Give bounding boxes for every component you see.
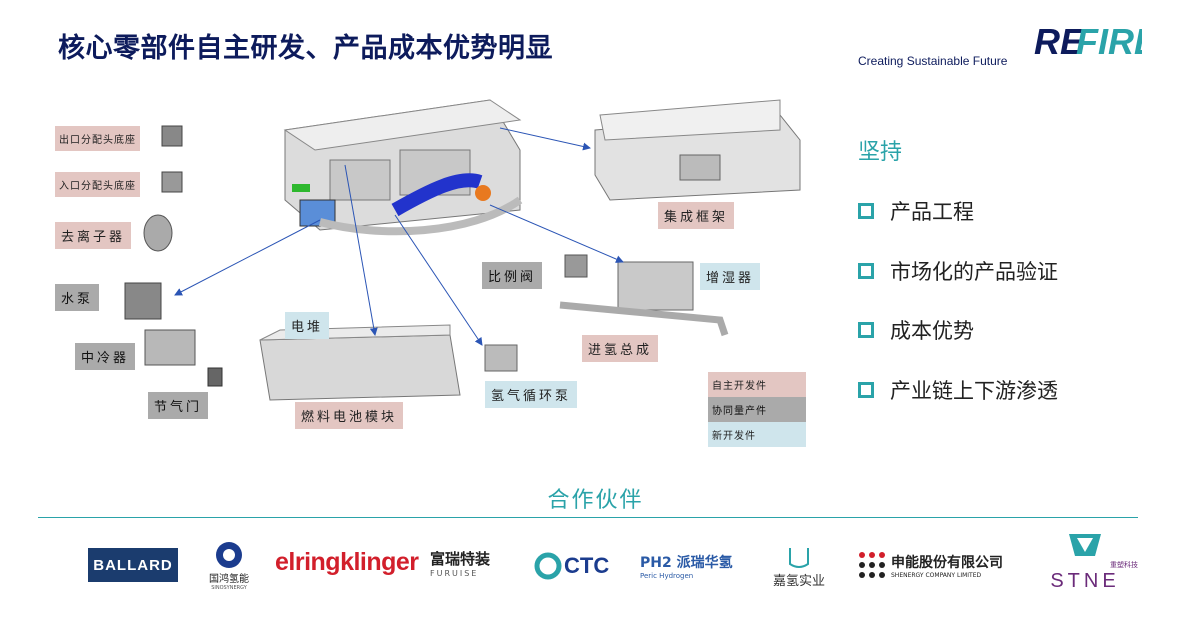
intercooler-illustration [144, 329, 196, 366]
label-h2-recirc-pump: 氢气循环泵 [485, 381, 578, 408]
peric-en: Peric Hydrogen [640, 572, 694, 580]
bullet-item: 市场化的产品验证 [858, 256, 1058, 286]
shenergy-icon [859, 552, 885, 578]
stne-name: STNE [1050, 570, 1120, 592]
bullet-item: 产业链上下游渗透 [858, 375, 1058, 405]
bullet-square-icon [858, 322, 874, 338]
tagline: Creating Sustainable Future [858, 54, 1008, 68]
bullet-text: 成本优势 [890, 319, 974, 343]
label-inlet-dist: 入口分配头底座 [55, 172, 140, 197]
legend-self-developed: 自主开发件 [708, 372, 806, 397]
page-title: 核心零部件自主研发、产品成本优势明显 [58, 33, 553, 64]
label-throttle: 节气门 [148, 392, 209, 419]
peric-name: PH2 派瑞华氢 [640, 555, 733, 571]
sinosynergy-name: 国鸿氢能 [209, 574, 249, 585]
label-intercooler: 中冷器 [75, 343, 136, 370]
inlet-dist-illustration [161, 171, 183, 193]
label-fuel-cell-module: 燃料电池模块 [295, 402, 404, 429]
bullet-text: 市场化的产品验证 [890, 260, 1058, 284]
partner-logo-peric: PH2 派瑞华氢 Peric Hydrogen [640, 552, 733, 580]
label-frame: 集成框架 [658, 202, 735, 229]
fuel-cell-system-illustration [283, 99, 523, 236]
furuise-en: FURUISE [430, 569, 479, 578]
partner-logo-ctc: CTC [534, 552, 609, 580]
svg-text:RE: RE [1034, 21, 1085, 62]
label-water-pump: 水泵 [55, 284, 100, 311]
label-humidifier: 增湿器 [700, 263, 761, 290]
throttle-illustration [207, 367, 223, 387]
partner-logo-stne: 重塑科技 STNE [1032, 530, 1138, 593]
module-diagram [124, 99, 801, 401]
label-outlet-dist: 出口分配头底座 [55, 126, 140, 151]
label-stack: 电堆 [285, 312, 330, 339]
bullet-text: 产业链上下游渗透 [890, 379, 1058, 403]
humidifier-illustration [559, 254, 729, 337]
stne-cn: 重塑科技 [1110, 561, 1138, 569]
bullet-item: 产品工程 [858, 196, 974, 226]
outlet-dist-illustration [161, 125, 183, 147]
partners-title: 合作伙伴 [547, 488, 644, 513]
legend-new-developed: 新开发件 [708, 422, 806, 447]
bullet-square-icon [858, 382, 874, 398]
bullet-square-icon [858, 263, 874, 279]
fuel-cell-module-illustration [259, 324, 461, 401]
partner-logo-elringklinger: elringklinger [275, 548, 419, 576]
deionizer-illustration [143, 214, 173, 252]
bullet-item: 成本优势 [858, 315, 974, 345]
ctc-icon [534, 552, 562, 580]
jiaqing-icon [789, 548, 809, 568]
furuise-name: 富瑞特装 [430, 550, 491, 568]
legend-co-mass-produced: 协同量产件 [708, 397, 806, 422]
water-pump-illustration [124, 282, 162, 320]
bullet-square-icon [858, 203, 874, 219]
h2-pump-illustration [484, 344, 518, 372]
divider [38, 517, 1138, 518]
shenergy-en: SHENERGY COMPANY LIMITED [891, 571, 982, 579]
partner-logo-shenergy: 申能股份有限公司 SHENERGY COMPANY LIMITED [857, 550, 1003, 580]
partner-logo-jiaqing: 嘉氢实业 [773, 546, 825, 589]
label-deionizer: 去离子器 [55, 222, 132, 249]
jiaqing-name: 嘉氢实业 [773, 574, 826, 589]
label-ratio-valve: 比例阀 [482, 262, 543, 289]
partner-logo-sinosynergy: 国鸿氢能 SINOSYNERGY [200, 540, 258, 591]
sinosynergy-icon [216, 542, 242, 568]
bullet-text: 产品工程 [890, 200, 974, 224]
shenergy-name: 申能股份有限公司 [891, 554, 1003, 571]
ctc-name: CTC [564, 553, 610, 578]
sinosynergy-en: SINOSYNERGY [211, 585, 247, 591]
label-h2-inlet-assembly: 进氢总成 [582, 335, 659, 362]
right-panel-heading: 坚持 [858, 140, 903, 165]
svg-text:FIRE: FIRE [1076, 21, 1142, 62]
refire-logo: RE FIRE [1034, 21, 1142, 62]
frame-illustration [594, 99, 801, 201]
partner-logo-ballard: BALLARD [88, 548, 178, 582]
stne-icon [1069, 534, 1101, 556]
partner-logo-furuise: 富瑞特装 FURUISE [430, 548, 490, 578]
